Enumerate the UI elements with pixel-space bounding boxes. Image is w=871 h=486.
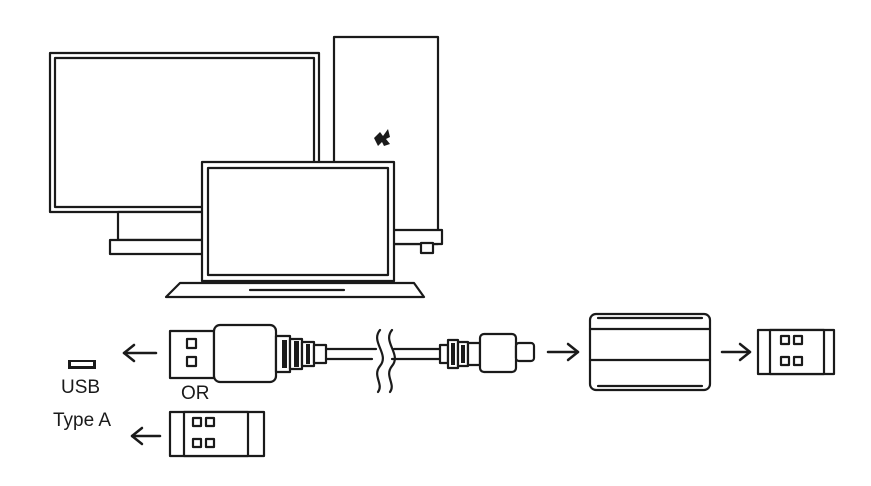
usb-a-cable-plug-icon (168, 323, 328, 384)
usb-dongle-icon (756, 328, 836, 376)
usb-dongle-icon (168, 410, 266, 458)
razer-logo-icon (374, 129, 390, 146)
usb-adapter-icon (588, 312, 712, 392)
or-label: OR (181, 383, 210, 404)
usb-c-plug-icon (438, 332, 536, 374)
arrow-right-icon (546, 342, 580, 362)
usb-label: USB (61, 377, 101, 398)
arrow-right-icon (720, 342, 752, 362)
arrow-left-icon (130, 426, 162, 446)
arrow-left-icon (122, 343, 158, 363)
cable (324, 328, 442, 394)
usb-port-icon (68, 360, 96, 369)
laptop-icon (164, 160, 426, 299)
type-a-label: Type A (53, 410, 112, 431)
